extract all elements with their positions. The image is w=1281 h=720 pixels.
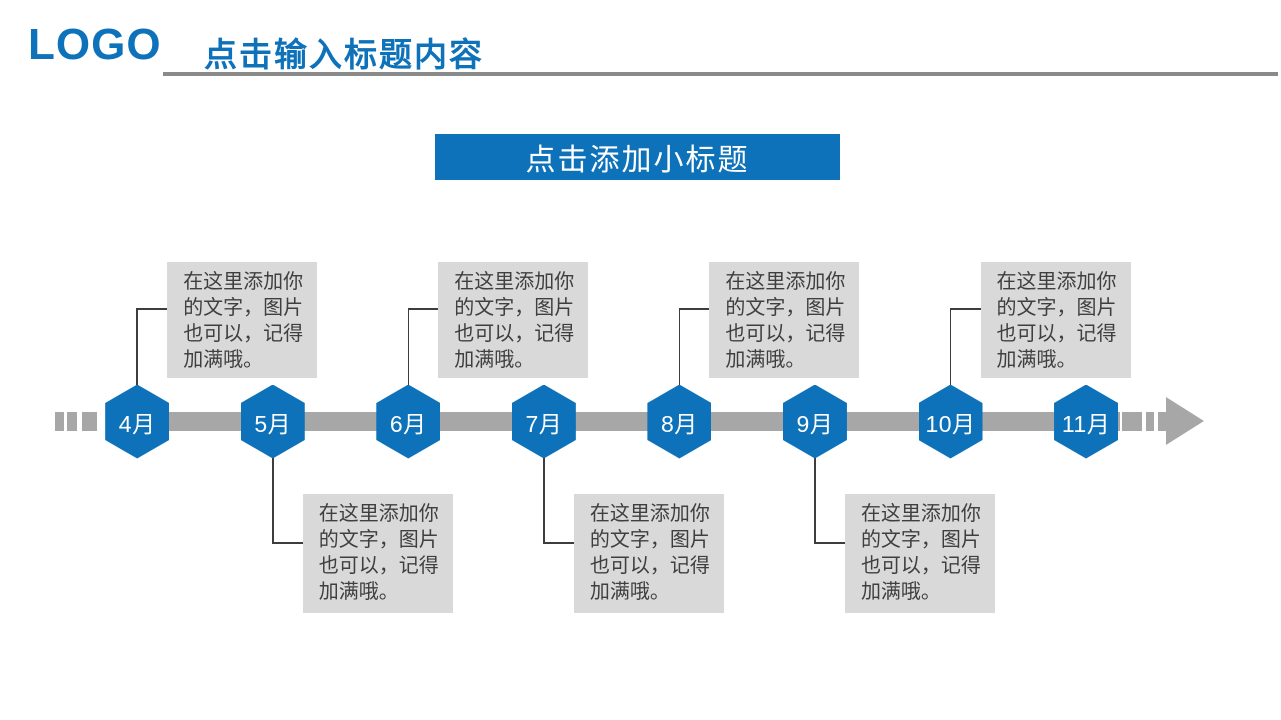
month-label: 4月 xyxy=(118,410,156,437)
placeholder-text: 加满哦。 xyxy=(996,349,1077,371)
placeholder-box[interactable]: 在这里添加你的文字，图片也可以，记得加满哦。 xyxy=(844,494,995,613)
timeline-end-dash-2 xyxy=(1158,412,1169,431)
placeholder-box[interactable]: 在这里添加你的文字，图片也可以，记得加满哦。 xyxy=(709,262,860,378)
placeholder-box[interactable]: 在这里添加你的文字，图片也可以，记得加满哦。 xyxy=(167,262,318,378)
timeline-start-dash-2 xyxy=(82,412,97,431)
arrowhead-icon xyxy=(1166,397,1204,445)
placeholder-text: 在这里添加你 xyxy=(725,271,846,293)
placeholder-text: 加满哦。 xyxy=(725,349,806,371)
subtitle-banner[interactable]: 点击添加小标题 xyxy=(435,134,840,180)
placeholder-text: 的文字，图片 xyxy=(318,529,439,551)
placeholder-text: 的文字，图片 xyxy=(454,297,575,319)
month-label: 9月 xyxy=(796,410,834,437)
connector-line-vertical xyxy=(136,308,138,389)
placeholder-text: 在这里添加你 xyxy=(589,503,710,525)
timeline-start-dash-1 xyxy=(67,412,77,431)
month-label: 5月 xyxy=(254,410,292,437)
placeholder-text: 也可以，记得 xyxy=(183,323,304,345)
placeholder-text: 也可以，记得 xyxy=(589,555,710,577)
placeholder-text: 的文字，图片 xyxy=(860,529,981,551)
month-hexagon-6[interactable]: 10月 xyxy=(918,384,983,459)
timeline-bar xyxy=(106,412,1120,431)
connector-line-horizontal xyxy=(543,542,574,544)
placeholder-text: 也可以，记得 xyxy=(725,323,846,345)
placeholder-box[interactable]: 在这里添加你的文字，图片也可以，记得加满哦。 xyxy=(302,494,453,613)
placeholder-text: 也可以，记得 xyxy=(454,323,575,345)
placeholder-text: 加满哦。 xyxy=(454,349,535,371)
connector-line-horizontal xyxy=(950,308,981,310)
placeholder-text: 加满哦。 xyxy=(860,581,941,603)
placeholder-text: 也可以，记得 xyxy=(996,323,1117,345)
timeline-end-dash-0 xyxy=(1122,412,1142,431)
month-hexagon-0[interactable]: 4月 xyxy=(105,384,170,459)
month-hexagon-2[interactable]: 6月 xyxy=(376,384,441,459)
connector-line-vertical xyxy=(407,308,410,389)
month-hexagon-4[interactable]: 8月 xyxy=(647,384,712,459)
header-divider xyxy=(163,72,1278,76)
month-hexagon-3[interactable]: 7月 xyxy=(511,384,576,459)
page-title[interactable]: 点击输入标题内容 xyxy=(204,36,484,73)
placeholder-text: 加满哦。 xyxy=(318,581,399,603)
month-label: 10月 xyxy=(925,410,976,437)
placeholder-box[interactable]: 在这里添加你的文字，图片也可以，记得加满哦。 xyxy=(980,262,1131,378)
placeholder-text: 也可以，记得 xyxy=(318,555,439,577)
placeholder-text: 在这里添加你 xyxy=(318,503,439,525)
connector-line-horizontal xyxy=(137,308,168,310)
placeholder-box[interactable]: 在这里添加你的文字，图片也可以，记得加满哦。 xyxy=(438,262,589,378)
month-label: 6月 xyxy=(389,410,427,437)
placeholder-text: 在这里添加你 xyxy=(996,271,1117,293)
connector-line-horizontal xyxy=(272,542,303,544)
month-hexagon-1[interactable]: 5月 xyxy=(240,384,305,459)
placeholder-text: 加满哦。 xyxy=(589,581,670,603)
subtitle-banner-label: 点击添加小标题 xyxy=(525,144,750,177)
month-label: 8月 xyxy=(660,410,698,437)
connector-line-vertical xyxy=(272,454,274,544)
timeline-end-dash-1 xyxy=(1146,412,1154,431)
placeholder-text: 在这里添加你 xyxy=(454,271,575,293)
placeholder-box[interactable]: 在这里添加你的文字，图片也可以，记得加满哦。 xyxy=(573,494,724,613)
connector-line-vertical xyxy=(949,308,952,389)
connector-line-vertical xyxy=(678,308,681,389)
placeholder-text: 的文字，图片 xyxy=(183,297,304,319)
placeholder-text: 在这里添加你 xyxy=(860,503,981,525)
placeholder-text: 的文字，图片 xyxy=(589,529,710,551)
timeline-start-dash-0 xyxy=(55,412,64,431)
month-label: 11月 xyxy=(1061,410,1111,437)
connector-line-horizontal xyxy=(679,308,710,310)
placeholder-text: 的文字，图片 xyxy=(725,297,846,319)
placeholder-text: 加满哦。 xyxy=(183,349,264,371)
month-hexagon-5[interactable]: 9月 xyxy=(782,384,847,459)
month-hexagon-7[interactable]: 11月 xyxy=(1054,384,1119,459)
connector-line-vertical xyxy=(543,454,545,544)
logo: LOGO xyxy=(28,20,162,69)
placeholder-text: 也可以，记得 xyxy=(860,555,981,577)
placeholder-text: 在这里添加你 xyxy=(183,271,304,293)
connector-line-horizontal xyxy=(408,308,439,310)
month-label: 7月 xyxy=(525,410,563,437)
connector-line-horizontal xyxy=(814,542,845,544)
placeholder-text: 的文字，图片 xyxy=(996,297,1117,319)
connector-line-vertical xyxy=(814,454,816,544)
